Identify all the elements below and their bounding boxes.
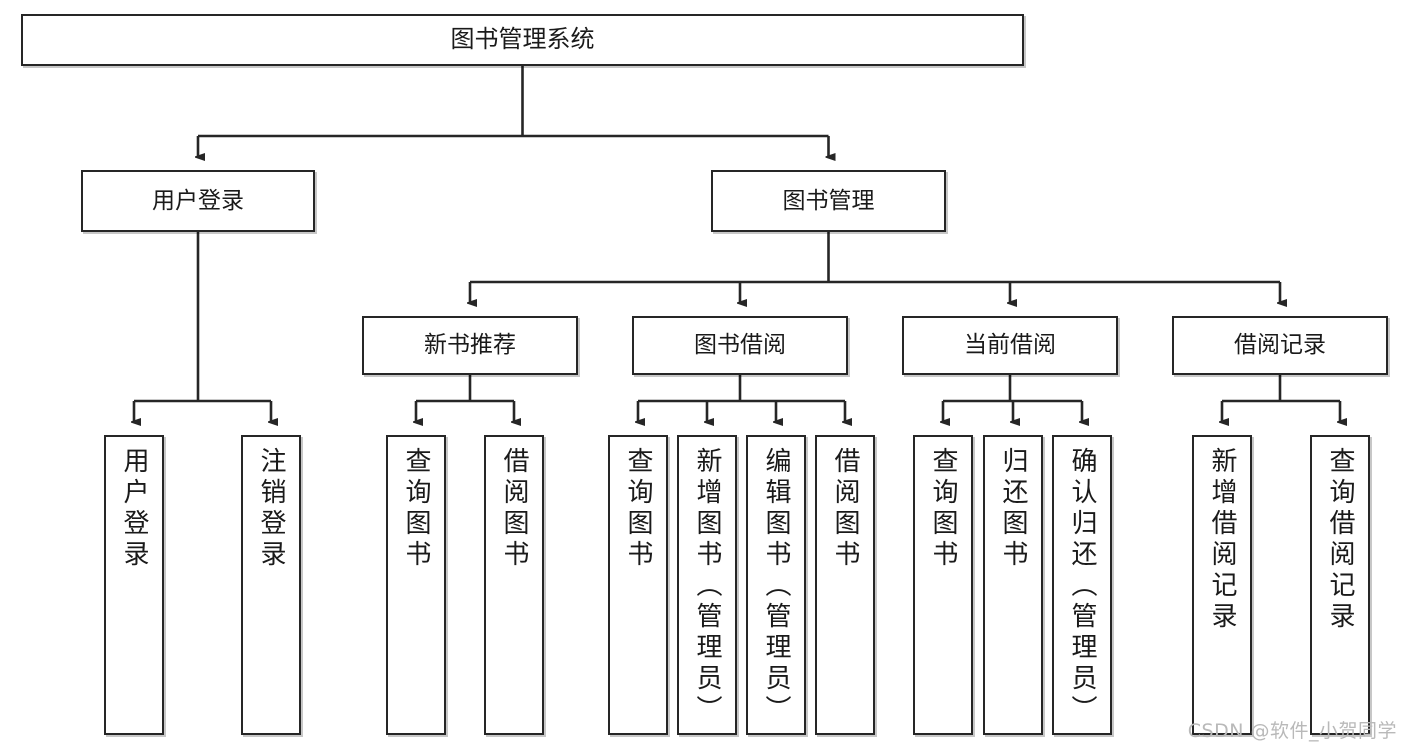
node-book-manage[interactable]: 图书管理	[711, 170, 946, 232]
node-leaf-borrow-book-1-label: 借阅图书	[499, 447, 529, 571]
node-leaf-borrow-book-2-label: 借阅图书	[830, 447, 860, 571]
node-leaf-return-book[interactable]: 归还图书	[983, 435, 1043, 735]
node-leaf-borrow-book-1[interactable]: 借阅图书	[484, 435, 544, 735]
node-new-book-rec-label: 新书推荐	[424, 332, 516, 359]
watermark-text: CSDN @软件_小贺同学	[1187, 720, 1397, 742]
node-root-label: 图书管理系统	[450, 25, 595, 54]
node-leaf-query-book-2[interactable]: 查询图书	[608, 435, 668, 735]
node-leaf-user-login-label: 用户登录	[119, 447, 149, 571]
node-book-manage-label: 图书管理	[782, 187, 875, 214]
node-leaf-query-book-1[interactable]: 查询图书	[386, 435, 446, 735]
node-leaf-add-book-label: 新增图书（管理员）	[692, 447, 722, 726]
node-leaf-return-book-label: 归还图书	[998, 447, 1028, 571]
node-leaf-confirm-return[interactable]: 确认归还（管理员）	[1052, 435, 1112, 735]
node-book-borrow-label: 图书借阅	[694, 332, 786, 359]
node-leaf-user-logout[interactable]: 注销登录	[241, 435, 301, 735]
node-leaf-query-book-3[interactable]: 查询图书	[913, 435, 973, 735]
node-current-borrow[interactable]: 当前借阅	[902, 316, 1118, 375]
node-leaf-query-book-2-label: 查询图书	[623, 447, 653, 571]
node-leaf-add-record[interactable]: 新增借阅记录	[1192, 435, 1252, 735]
node-leaf-query-record-label: 查询借阅记录	[1325, 447, 1355, 633]
node-leaf-borrow-book-2[interactable]: 借阅图书	[815, 435, 875, 735]
node-root[interactable]: 图书管理系统	[21, 14, 1024, 66]
node-leaf-query-record[interactable]: 查询借阅记录	[1310, 435, 1370, 735]
node-borrow-record[interactable]: 借阅记录	[1172, 316, 1388, 375]
node-book-borrow[interactable]: 图书借阅	[632, 316, 848, 375]
node-leaf-user-logout-label: 注销登录	[256, 447, 286, 571]
node-user-login[interactable]: 用户登录	[81, 170, 315, 232]
node-leaf-query-book-3-label: 查询图书	[928, 447, 958, 571]
node-leaf-add-book[interactable]: 新增图书（管理员）	[677, 435, 737, 735]
node-leaf-confirm-return-label: 确认归还（管理员）	[1067, 447, 1097, 726]
node-current-borrow-label: 当前借阅	[964, 332, 1056, 359]
node-leaf-edit-book-label: 编辑图书（管理员）	[761, 447, 791, 726]
node-leaf-query-book-1-label: 查询图书	[401, 447, 431, 571]
node-leaf-user-login[interactable]: 用户登录	[104, 435, 164, 735]
node-user-login-label: 用户登录	[152, 187, 244, 214]
node-new-book-rec[interactable]: 新书推荐	[362, 316, 578, 375]
node-leaf-add-record-label: 新增借阅记录	[1207, 447, 1237, 633]
node-borrow-record-label: 借阅记录	[1234, 332, 1326, 359]
node-leaf-edit-book[interactable]: 编辑图书（管理员）	[746, 435, 806, 735]
